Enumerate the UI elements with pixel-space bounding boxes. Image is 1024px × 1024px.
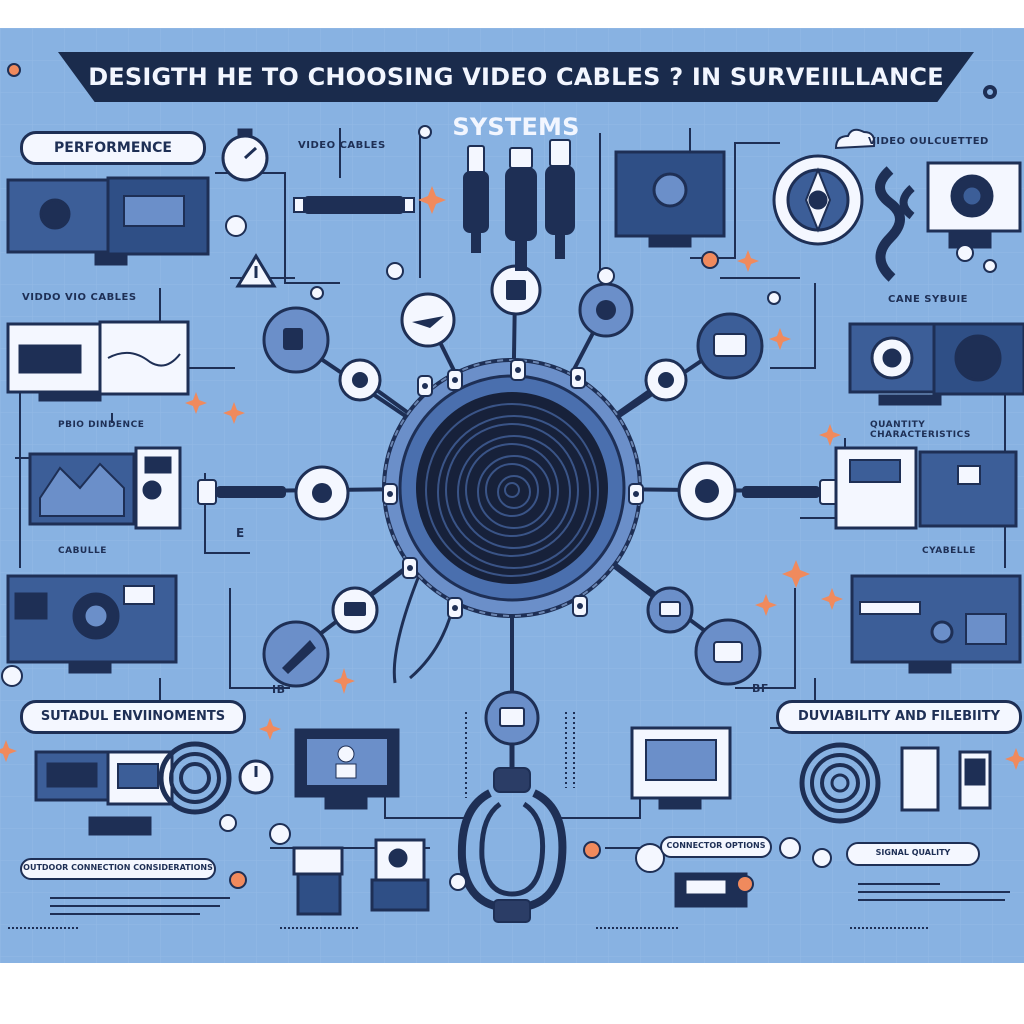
tab-signal-quality: SIGNAL QUALITY — [846, 842, 980, 866]
label-performance: PERFORMENCE — [20, 131, 206, 165]
tab-connector-options: CONNECTOR OPTIONS — [660, 836, 772, 858]
sparkle-icon — [0, 186, 1024, 770]
label-video-connected: VIDEO OULCUETTED — [868, 136, 989, 147]
gear-icon — [983, 85, 997, 99]
cable-coils — [158, 166, 915, 824]
monitor-icon — [6, 150, 1024, 916]
title-banner: DESIGTH HE TO CHOOSING VIDEO CABLES ? IN… — [58, 52, 974, 141]
plug-icon — [417, 375, 433, 397]
label-suitable-environments: SUTADUL ENVIINOMENTS — [20, 700, 246, 734]
reel-icon — [772, 154, 864, 246]
label-cabulle: CABULLE — [58, 546, 107, 556]
text-lines — [8, 413, 1010, 929]
label-durability-flexibility: DUVIABILITY AND FILEBIITY — [776, 700, 1022, 734]
label-quantity-characteristics: QUANTITY CHARACTERISTICS — [870, 420, 971, 440]
hub-icon — [382, 358, 642, 618]
page-title: DESIGTH HE TO CHOOSING VIDEO CABLES ? IN… — [88, 63, 944, 141]
label-pbio-dinnence: PBIO DINDENCE — [58, 420, 145, 430]
mark-ib: IB — [272, 683, 286, 696]
diagram-artwork — [0, 28, 1024, 963]
stopwatch-icon — [221, 128, 274, 795]
connector-icon — [463, 139, 575, 271]
infographic-board: DESIGTH HE TO CHOOSING VIDEO CABLES ? IN… — [0, 28, 1024, 963]
node-badges — [262, 264, 764, 746]
mark-e: E — [236, 526, 245, 540]
warning-icon — [235, 253, 277, 288]
label-video-vio-cables: VIDDO VIO CABLES — [22, 292, 137, 303]
mark-bf: BF — [752, 682, 769, 695]
ring-markers — [1, 63, 997, 893]
label-cable-structure: CANE SYBUIE — [888, 294, 968, 305]
tab-outdoor-connection: OUTDOOR CONNECTION CONSIDERATIONS — [20, 858, 216, 880]
label-video-cables: VIDEO CABLES — [298, 140, 386, 151]
coiled-cable-icon — [457, 744, 567, 923]
node-glyphs — [282, 280, 747, 727]
cloud-icon — [834, 128, 876, 150]
title-ribbon — [58, 52, 974, 102]
side-cables — [197, 196, 839, 505]
label-cabulle-right: CYABELLE — [922, 546, 976, 556]
